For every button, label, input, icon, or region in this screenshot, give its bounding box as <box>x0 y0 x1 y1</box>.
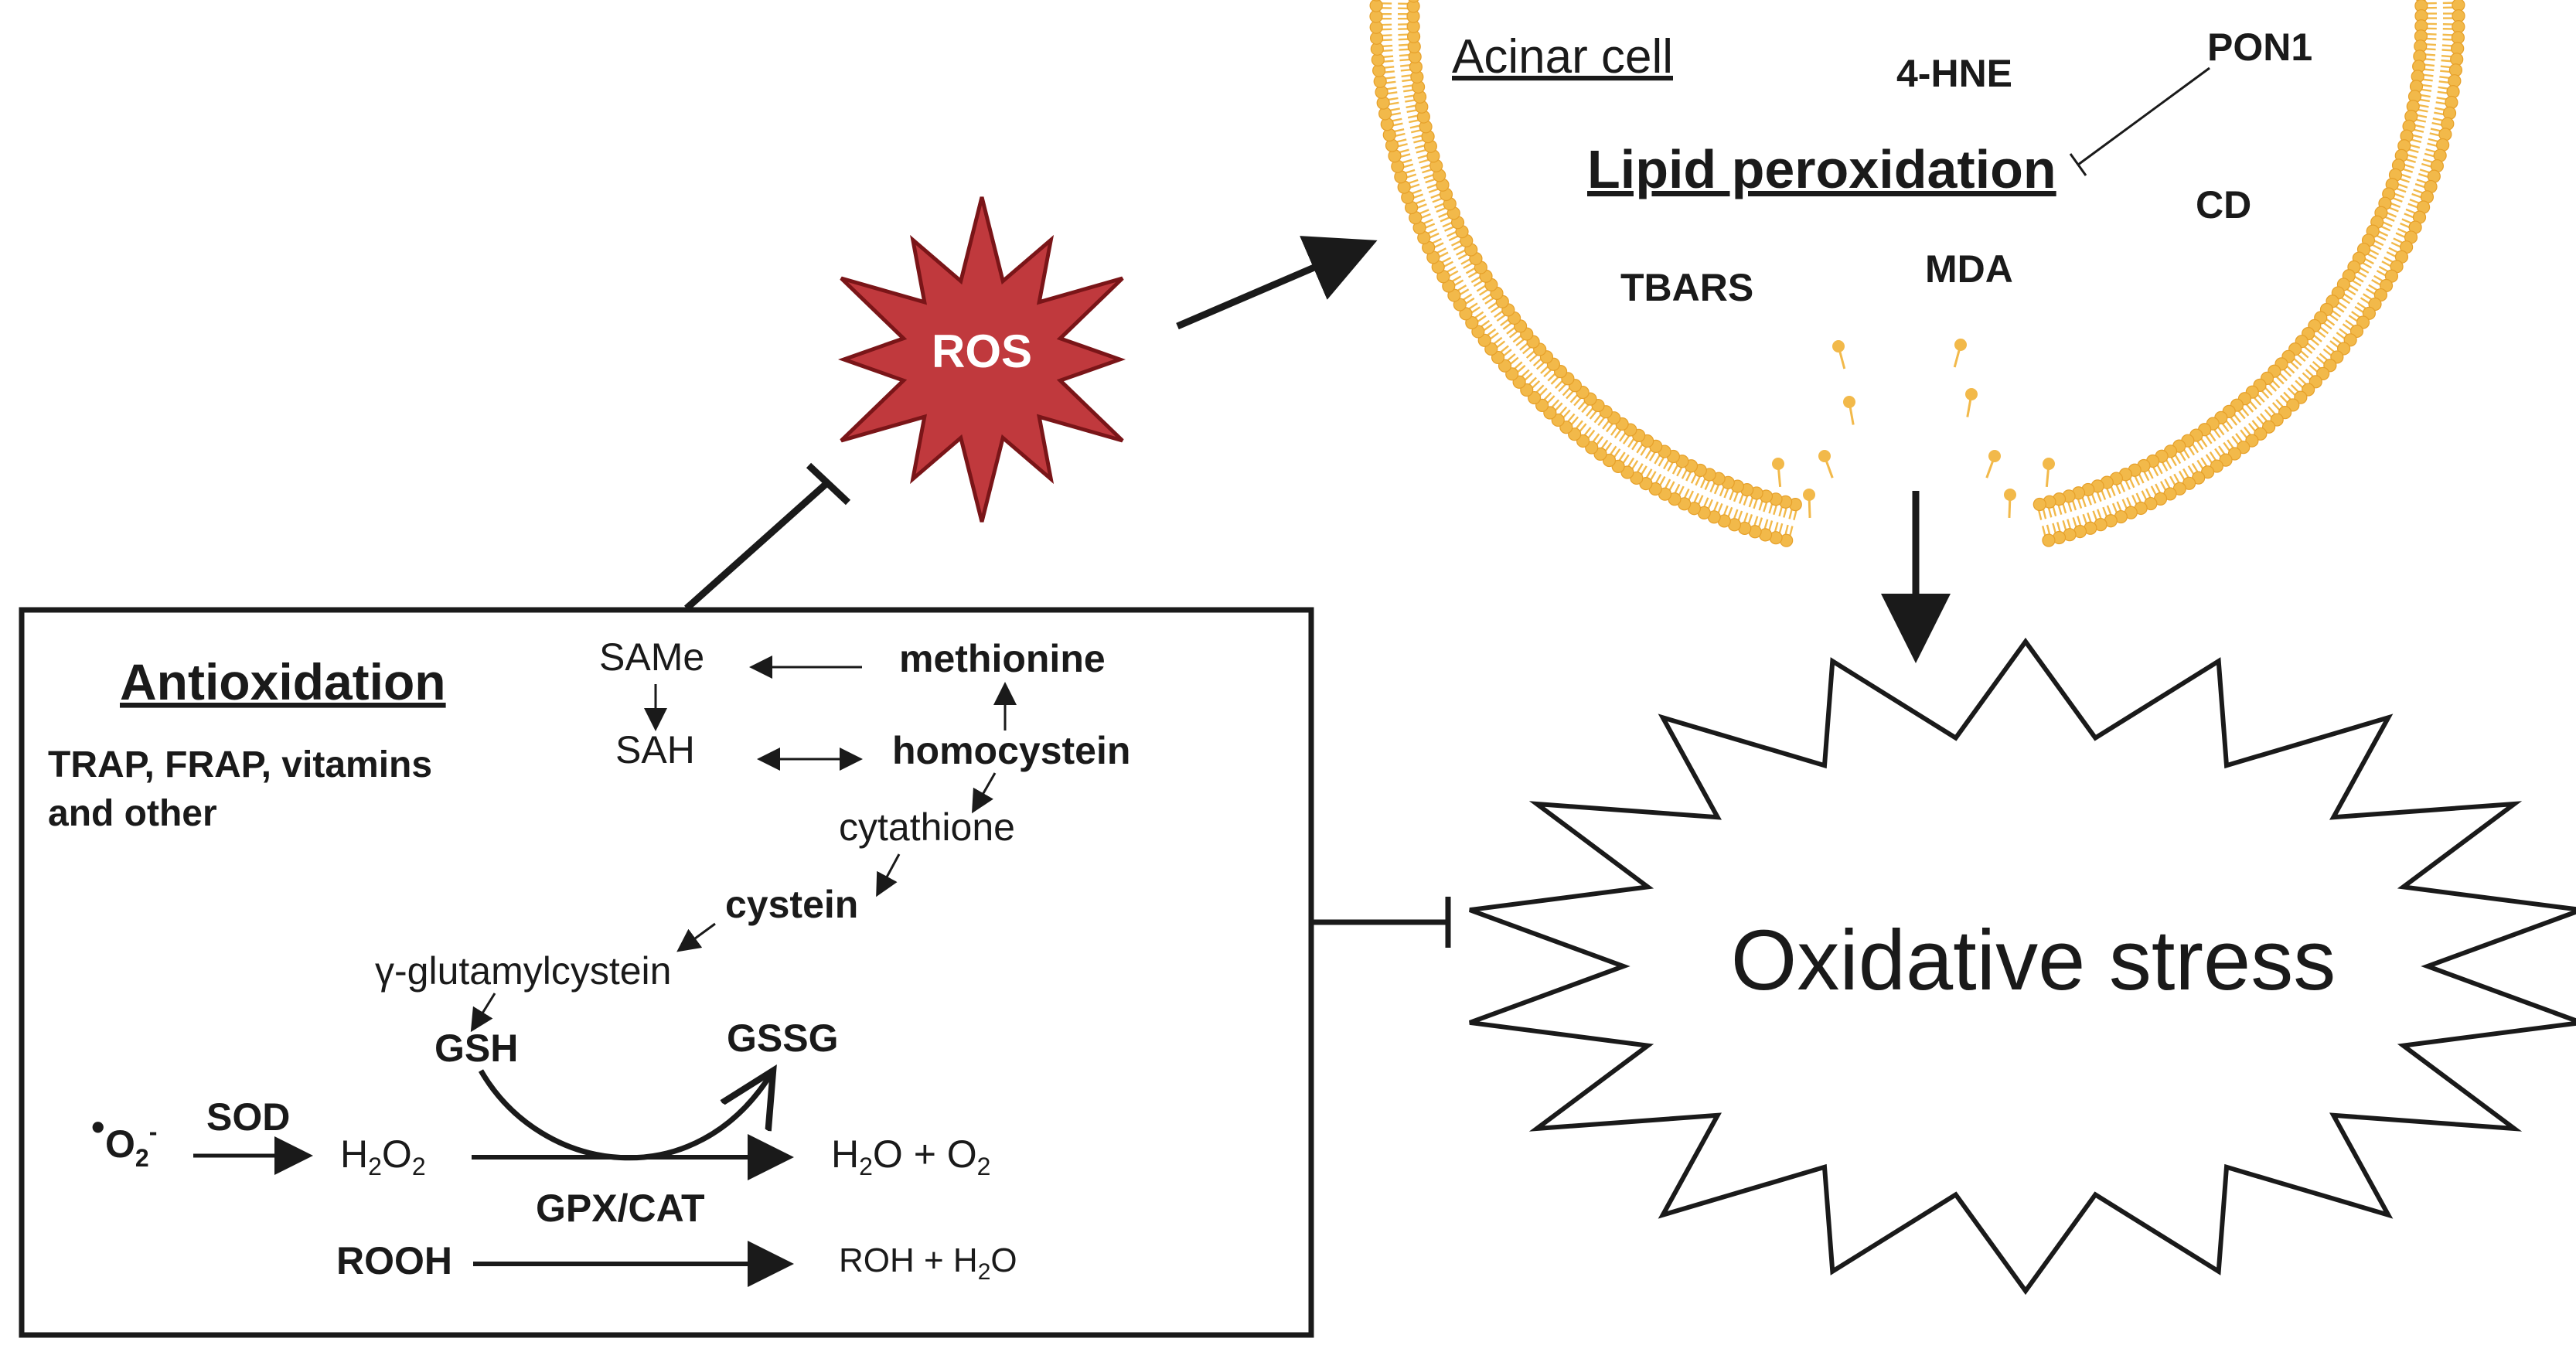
antioxidation-subtitle-line2: and other <box>48 793 217 834</box>
lipid-head <box>1372 0 1381 2</box>
cystein-label: cystein <box>725 883 858 926</box>
methionine-label: methionine <box>899 637 1106 680</box>
ros-label: ROS <box>932 325 1032 377</box>
lipid-head <box>1408 0 1419 3</box>
lipid-fragment-head <box>2043 458 2055 470</box>
lipid-fragment-head <box>1843 396 1855 408</box>
pon1-inhibition-bar <box>2069 153 2087 176</box>
antioxidation-inhibits-ros-bar <box>806 462 851 506</box>
lipid-fragment-head <box>1803 489 1815 501</box>
gsh-label: GSH <box>434 1027 518 1070</box>
lipid-fragment-head <box>1772 458 1784 470</box>
lipid-head <box>2442 106 2457 120</box>
antioxidation-title: Antioxidation <box>120 653 446 710</box>
lipid-head <box>1369 0 1383 12</box>
glutamylcystein-to-gsh-arrow <box>470 993 496 1033</box>
marker-4hne: 4-HNE <box>1896 52 2012 95</box>
lipid-peroxidation-label: Lipid peroxidation <box>1587 139 2056 199</box>
roh-water-product: ROH + H2O <box>839 1241 1017 1285</box>
cytathione-to-cystein-arrow <box>876 853 901 897</box>
marker-pon1: PON1 <box>2207 26 2312 69</box>
water-oxygen-product: H2O + O2 <box>831 1132 990 1180</box>
gpx-cat-label: GPX/CAT <box>536 1187 705 1230</box>
glutamylcystein-label: γ-glutamylcystein <box>375 949 671 993</box>
acinar-cell-membrane <box>1369 0 2465 547</box>
h2o2-label: H2O2 <box>340 1132 426 1180</box>
same-label: SAMe <box>599 635 704 679</box>
oxidative-stress-burst <box>1469 637 2576 1296</box>
sod-label: SOD <box>206 1095 290 1139</box>
lipid-head <box>2042 533 2056 547</box>
cystein-to-glutamylcystein-arrow <box>676 922 716 952</box>
ros-star-shape <box>837 196 1126 523</box>
pon1-inhibition-line <box>2077 66 2210 166</box>
lipid-head <box>2033 497 2046 512</box>
marker-mda: MDA <box>1925 247 2013 291</box>
homocystein-to-cytathione-arrow <box>972 772 997 814</box>
superoxide-label: O2- <box>105 1118 157 1172</box>
lipid-head <box>1380 117 1394 131</box>
marker-cd: CD <box>2196 183 2251 226</box>
lipid-fragment-head <box>1988 450 2001 462</box>
antioxidation-subtitle-line1: TRAP, FRAP, vitamins <box>48 744 432 785</box>
marker-tbars: TBARS <box>1620 266 1753 309</box>
lipid-fragment-head <box>1832 340 1845 352</box>
homocystein-label: homocystein <box>892 729 1130 772</box>
antioxidation-inhibits-ros-line <box>684 478 832 611</box>
lipid-fragment-head <box>1965 388 1978 400</box>
superoxide-dot: • <box>91 1105 105 1149</box>
rooh-label: ROOH <box>336 1239 452 1282</box>
lipid-fragment-head <box>1954 339 1967 351</box>
acinar-cell-label: Acinar cell <box>1452 30 1673 83</box>
sah-label: SAH <box>615 728 695 771</box>
lipid-fragment-head <box>2004 489 2016 501</box>
oxidative-stress-label: Oxidative stress <box>1731 913 2336 1008</box>
gssg-label: GSSG <box>727 1017 838 1060</box>
lipid-fragment-head <box>1818 450 1831 462</box>
cytathione-label: cytathione <box>839 805 1015 849</box>
ros-to-cell-arrow <box>1176 236 1378 330</box>
